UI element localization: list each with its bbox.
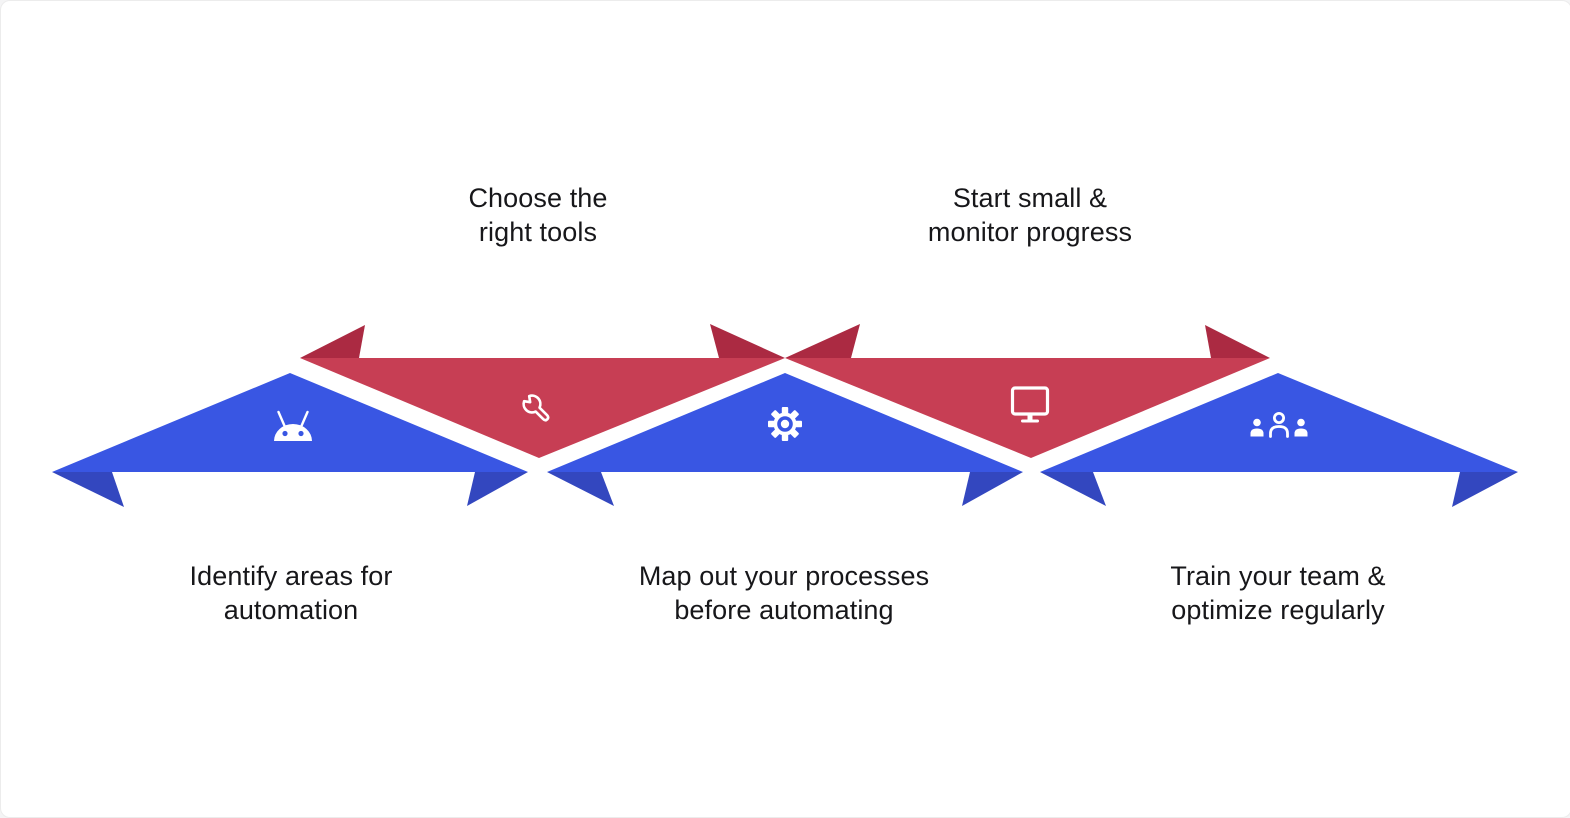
people-group-icon [1250, 411, 1308, 438]
gear-icon [768, 407, 802, 441]
red-ribbon-folds [300, 324, 1270, 358]
fold-step3-right [962, 472, 1023, 506]
step-2-label: Choose the right tools [468, 183, 608, 247]
fold-step4-right [1205, 325, 1270, 358]
fold-right-end [1452, 472, 1518, 507]
step-4-arrow [785, 358, 1270, 458]
fold-step5-left [1040, 472, 1106, 506]
step-5-label: Train your team & optimize regularly [1170, 561, 1386, 625]
step-1-label: Identify areas for automation [189, 561, 393, 625]
step-2-arrow [300, 358, 785, 458]
step-3-label: Map out your processes before automating [638, 561, 930, 625]
android-robot-icon [274, 410, 312, 441]
fold-left-end [52, 472, 124, 507]
step-4-label: Start small & monitor progress [927, 183, 1133, 247]
monitor-icon [1010, 386, 1050, 423]
wrench-icon [522, 394, 550, 422]
step-1-arrow [52, 373, 528, 472]
fold-step2-left [300, 325, 365, 358]
fold-step4-left [785, 324, 860, 358]
fold-step2-right [710, 324, 785, 358]
fold-step3-left [547, 472, 614, 506]
blue-ribbon-folds [52, 472, 1518, 507]
fold-step1-right [467, 472, 528, 506]
